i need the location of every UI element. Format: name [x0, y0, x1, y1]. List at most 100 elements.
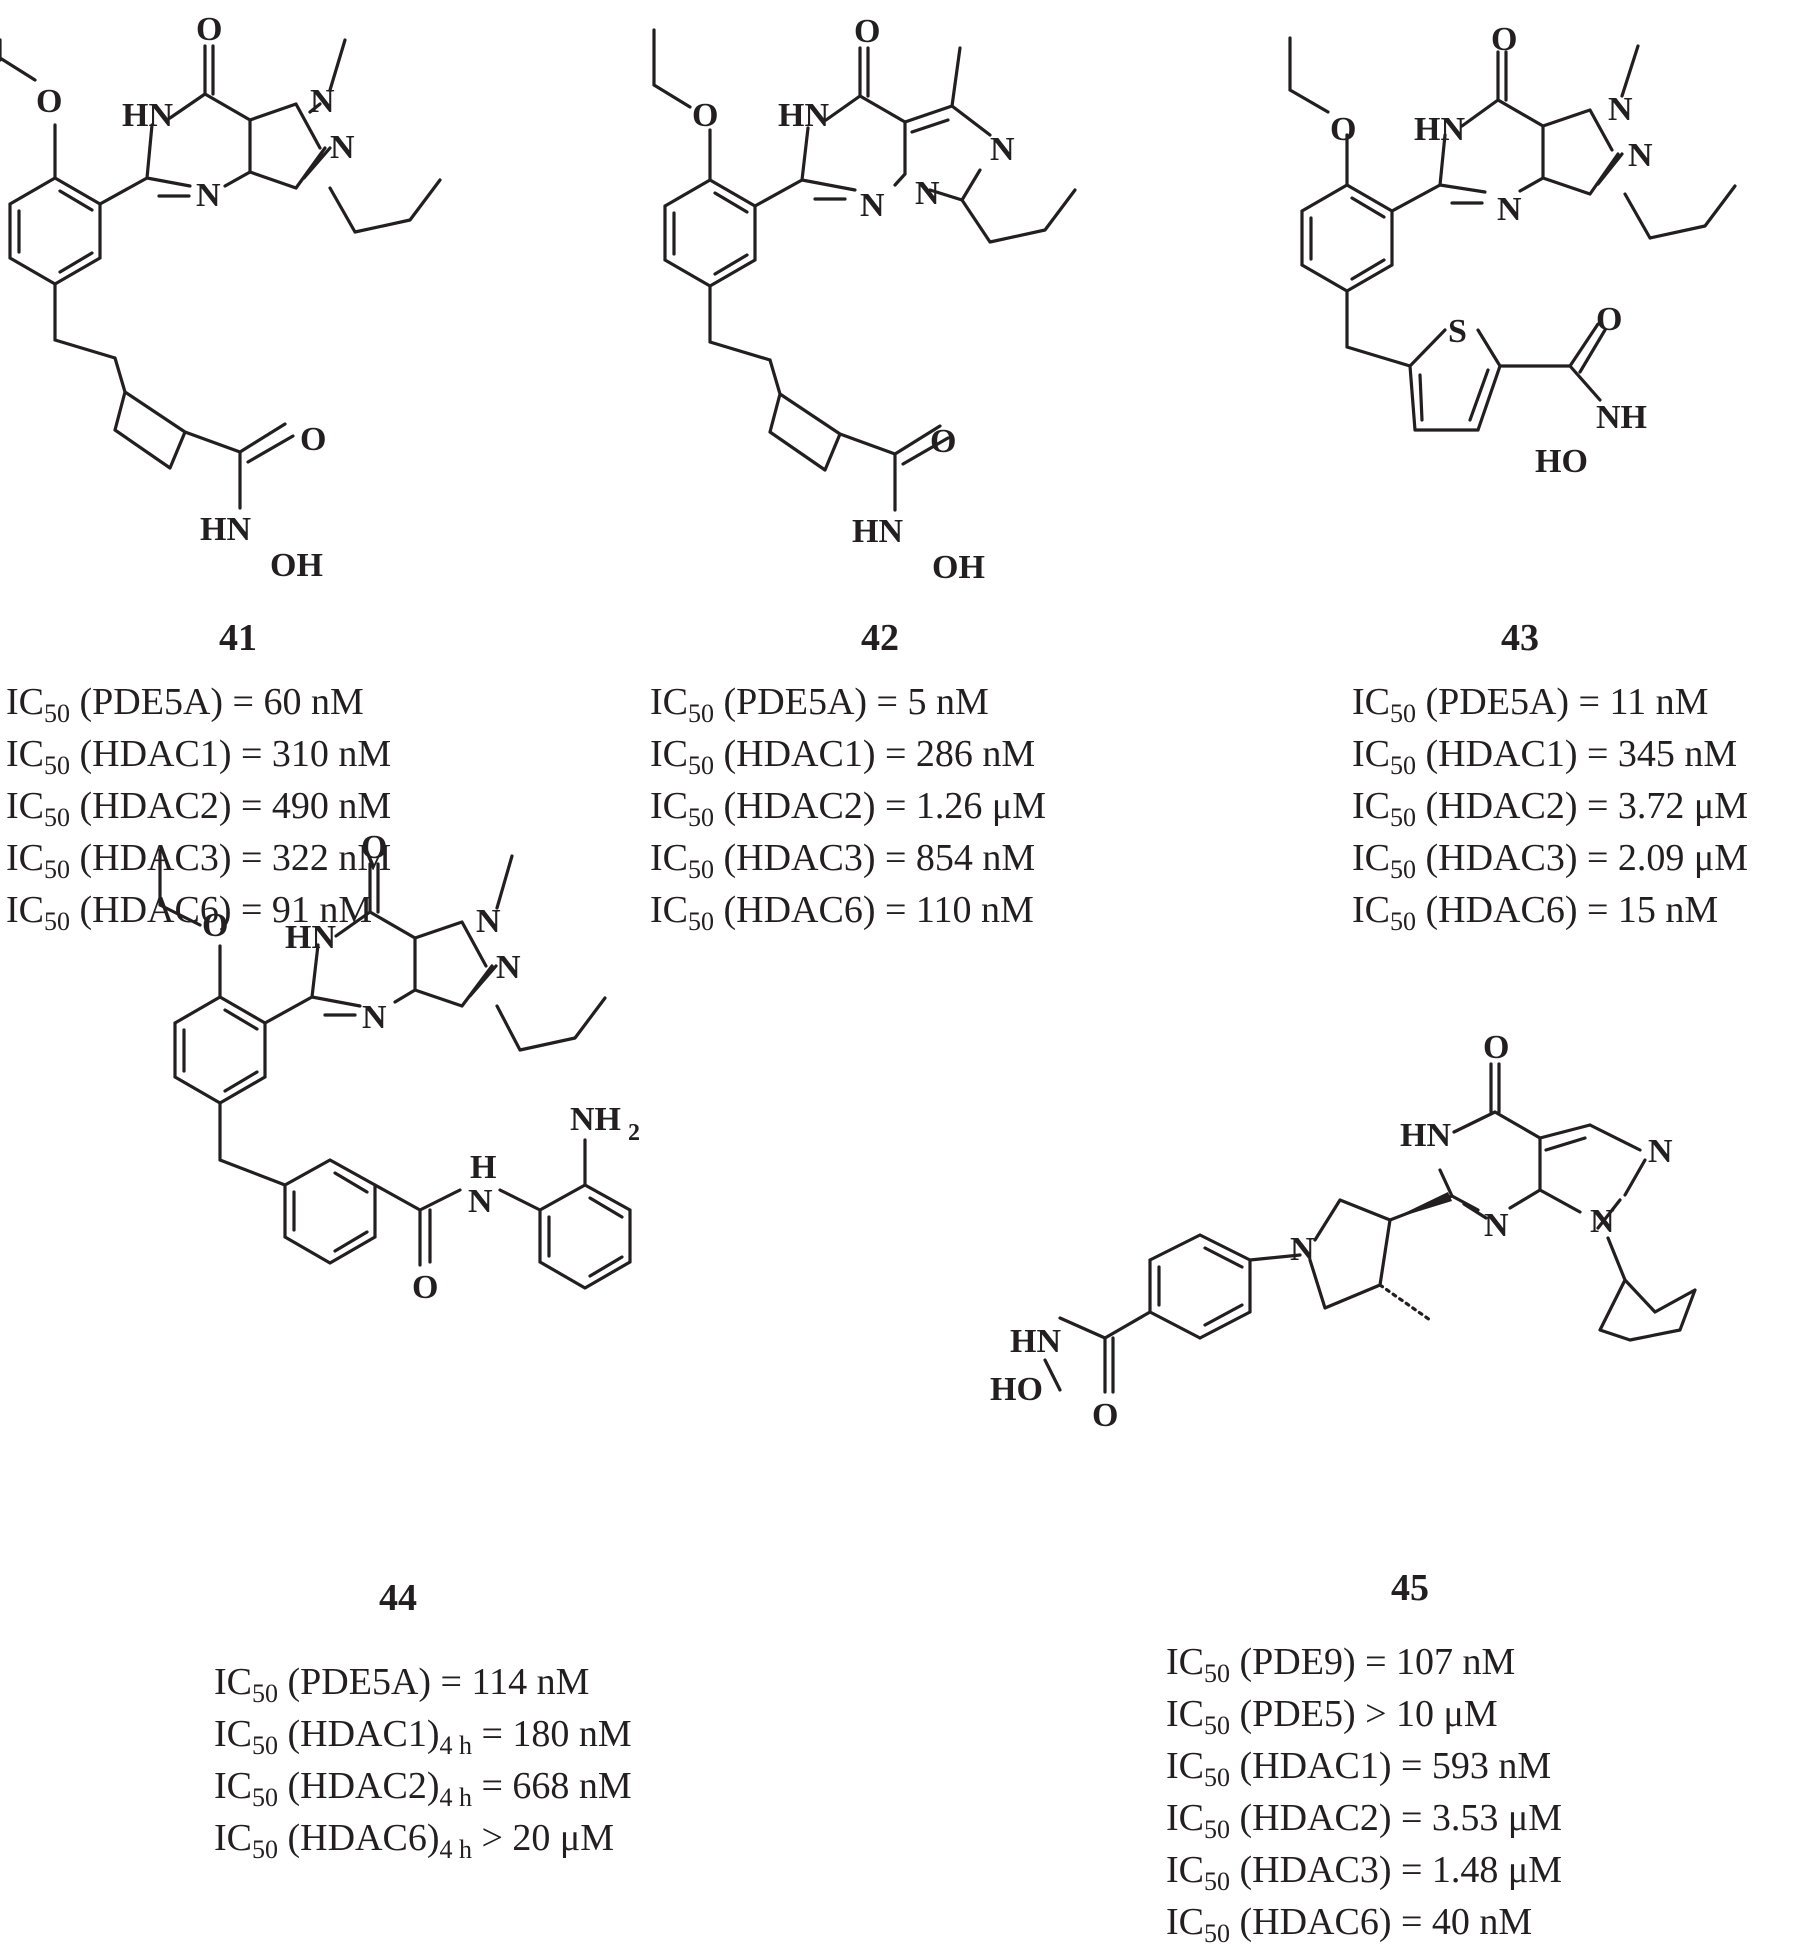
- ic50-prefix: IC: [1166, 1797, 1204, 1839]
- structure-44: [158, 848, 632, 1290]
- ic50-line: IC50 (HDAC6)4 h > 20 μM: [214, 1812, 632, 1864]
- atom-o: O: [412, 1269, 438, 1306]
- ic50-prefix: IC: [1352, 733, 1390, 775]
- ic50-target: (HDAC1): [287, 1713, 440, 1755]
- ic50-target: (HDAC3): [79, 837, 232, 879]
- ic50-subscript: 50: [44, 699, 70, 728]
- ic50-value: 107 nM: [1396, 1641, 1516, 1683]
- ic50-line: IC50 (HDAC6) = 40 nM: [1166, 1896, 1562, 1948]
- ic50-target: (HDAC6): [1425, 889, 1578, 931]
- ic50-value: 593 nM: [1431, 1745, 1552, 1787]
- ic50-subscript: 50: [688, 855, 714, 884]
- structure-41: [0, 38, 442, 510]
- atom-o: O: [196, 11, 222, 48]
- atom-o: O: [300, 421, 326, 458]
- ic50-relation: =: [240, 785, 263, 827]
- ic50-prefix: IC: [6, 785, 44, 827]
- ic50-prefix: IC: [6, 733, 44, 775]
- ic50-relation: =: [1586, 733, 1609, 775]
- atom-hn: HN: [852, 513, 903, 550]
- ic50-value: 2.09 μM: [1617, 837, 1749, 879]
- ic50-line: IC50 (HDAC1)4 h = 180 nM: [214, 1708, 632, 1760]
- ic50-prefix: IC: [1166, 1693, 1204, 1735]
- ic50-value: 60 nM: [263, 681, 364, 723]
- ic50-relation: =: [1586, 785, 1609, 827]
- atom-nh: NH: [1596, 399, 1647, 436]
- ic50-prefix: IC: [1352, 889, 1390, 931]
- ic50-value: 322 nM: [271, 837, 392, 879]
- atom-n: N: [915, 175, 940, 212]
- ic50-relation: =: [481, 1713, 503, 1755]
- atom-n: N: [196, 177, 221, 214]
- ic50-target: (PDE5A): [723, 681, 868, 723]
- ic50-line: IC50 (HDAC2) = 490 nM: [6, 780, 391, 832]
- ic50-subscript: 50: [1390, 855, 1416, 884]
- ic50-value: 91 nM: [271, 889, 373, 931]
- ic50-target: (PDE5A): [287, 1661, 432, 1703]
- atom-n: N: [330, 129, 355, 166]
- ic50-line: IC50 (HDAC1) = 310 nM: [6, 728, 391, 780]
- ic50-target: (HDAC2): [1425, 785, 1578, 827]
- ic50-target: (HDAC6): [287, 1817, 440, 1859]
- ic50-line: IC50 (PDE5A) = 5 nM: [650, 676, 1046, 728]
- ic50-relation: =: [884, 889, 907, 931]
- atom-o: O: [1330, 111, 1356, 148]
- ic50-value: 114 nM: [471, 1661, 590, 1703]
- structure-45: [1043, 1062, 1697, 1394]
- ic50-relation: =: [884, 785, 907, 827]
- ic50-value: 40 nM: [1431, 1901, 1533, 1943]
- ic50-target: (HDAC1): [79, 733, 232, 775]
- ic50-line: IC50 (PDE5) > 10 μM: [1166, 1688, 1562, 1740]
- atom-hn: HN: [1414, 111, 1465, 148]
- ic50-prefix: IC: [1166, 1745, 1204, 1787]
- atom-n: N: [362, 999, 387, 1036]
- ic50-value: 3.72 μM: [1617, 785, 1749, 827]
- ic50-target: (HDAC6): [1239, 1901, 1392, 1943]
- ic50-condition: 4 h: [439, 1835, 472, 1864]
- atom-labels: O O HN N N N O HN OH O O HN N N N O HN O…: [36, 11, 1673, 1434]
- ic50-relation: =: [1400, 1797, 1423, 1839]
- ic50-subscript: 50: [1204, 1711, 1230, 1740]
- ic50-target: (PDE5A): [1425, 681, 1570, 723]
- ic50-value: 345 nM: [1617, 733, 1738, 775]
- ic50-relation: =: [240, 837, 263, 879]
- ic50-line: IC50 (HDAC1) = 345 nM: [1352, 728, 1748, 780]
- ic50-value: 11 nM: [1609, 681, 1709, 723]
- ic50-subscript: 50: [44, 751, 70, 780]
- ic50-relation: =: [240, 889, 263, 931]
- atom-hn: HN: [1010, 1323, 1061, 1360]
- ic50-relation: >: [481, 1817, 503, 1859]
- ic50-target: (HDAC2): [79, 785, 232, 827]
- ic50-value: 110 nM: [915, 889, 1034, 931]
- ic50-value: 15 nM: [1617, 889, 1719, 931]
- ic50-prefix: IC: [1166, 1849, 1204, 1891]
- atom-h: H: [470, 1149, 496, 1186]
- atom-n: N: [468, 1183, 493, 1220]
- compound-id-44: 44: [379, 1577, 417, 1619]
- ic50-line: IC50 (HDAC3) = 322 nM: [6, 832, 391, 884]
- ic50-line: IC50 (HDAC3) = 1.48 μM: [1166, 1844, 1562, 1896]
- ic50-subscript: 50: [688, 751, 714, 780]
- ic50-line: IC50 (HDAC6) = 15 nM: [1352, 884, 1748, 936]
- ic50-relation: =: [240, 733, 263, 775]
- atom-hn: HN: [200, 511, 251, 548]
- ic50-target: (PDE5): [1239, 1693, 1356, 1735]
- atom-n: N: [476, 903, 501, 940]
- ic50-line: IC50 (PDE5A) = 114 nM: [214, 1656, 632, 1708]
- atom-o: O: [36, 83, 62, 120]
- atom-oh: OH: [932, 549, 985, 586]
- ic50-value: 286 nM: [915, 733, 1036, 775]
- ic50-target: (HDAC1): [1239, 1745, 1392, 1787]
- ic50-condition: 4 h: [439, 1783, 472, 1812]
- atom-n: N: [1590, 1203, 1615, 1240]
- ic50-target: (HDAC2): [723, 785, 876, 827]
- ic50-target: (HDAC2): [287, 1765, 440, 1807]
- ic50-prefix: IC: [650, 837, 688, 879]
- atom-n: N: [1497, 191, 1522, 228]
- ic50-value: 1.48 μM: [1431, 1849, 1563, 1891]
- atom-nh2-subscript: 2: [628, 1120, 640, 1146]
- ic50-prefix: IC: [214, 1817, 252, 1859]
- compound-id-43: 43: [1501, 617, 1539, 659]
- ic50-prefix: IC: [214, 1713, 252, 1755]
